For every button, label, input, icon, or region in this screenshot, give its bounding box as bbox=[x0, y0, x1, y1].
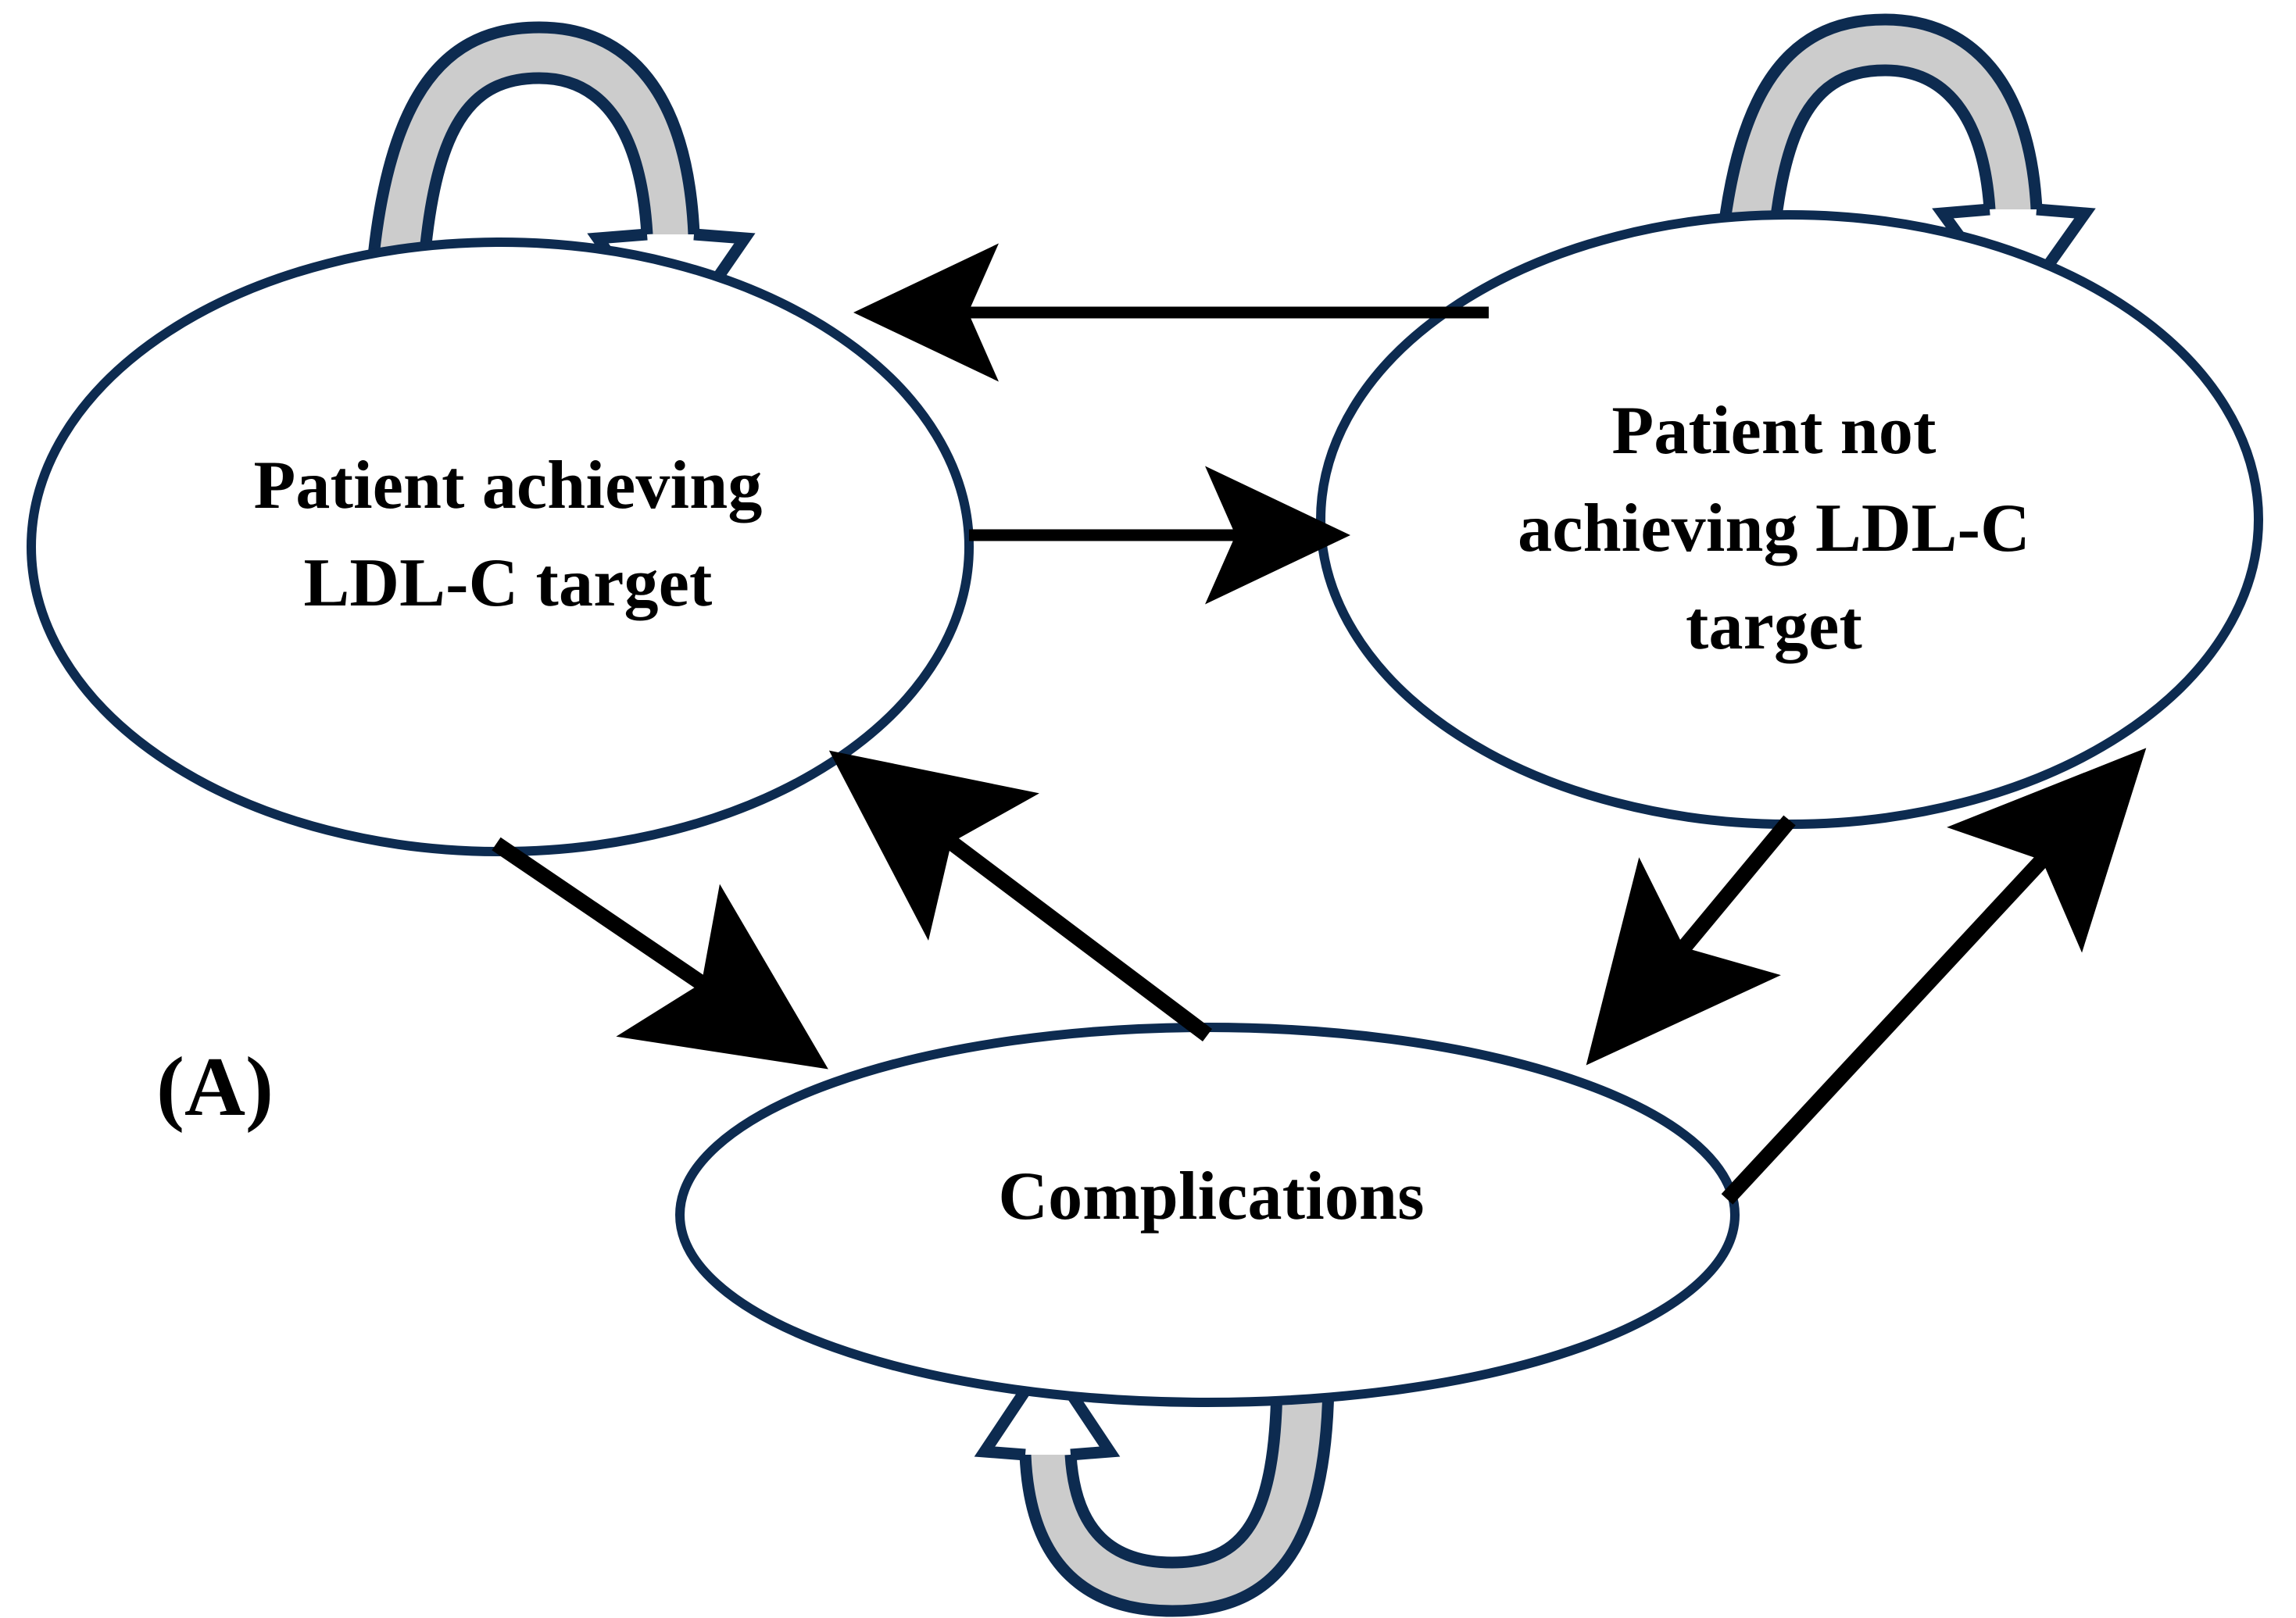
self-loop-complications bbox=[974, 1347, 1335, 1617]
edge-achieving-to-complications bbox=[492, 837, 828, 1070]
node-ellipse-complications[interactable] bbox=[675, 1023, 1740, 1407]
node-ellipse-not-achieving[interactable] bbox=[1316, 210, 2263, 829]
edge-not-achieving-to-complications bbox=[1586, 815, 1796, 1066]
edge-complications-to-not-achieving bbox=[1721, 748, 2147, 1205]
edge-complications-to-achieving bbox=[828, 750, 1213, 1041]
node-ellipse-achieving[interactable] bbox=[27, 238, 974, 856]
